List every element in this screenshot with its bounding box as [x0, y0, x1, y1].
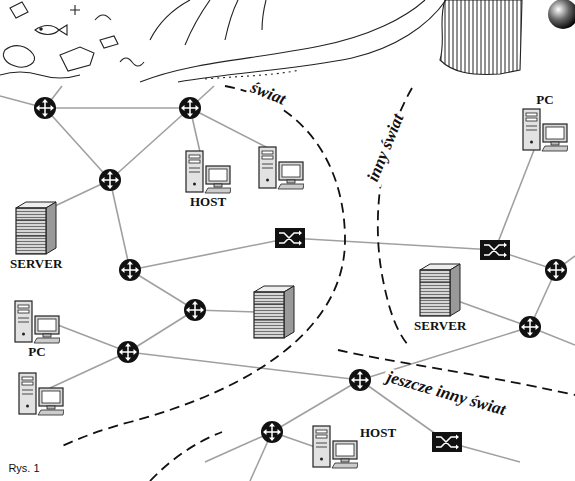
server-icon: [418, 262, 462, 318]
figure-number: Rys. 1: [5, 462, 42, 474]
switches: [275, 228, 510, 452]
device-label: HOST: [188, 194, 228, 210]
device-label: PC: [26, 344, 47, 360]
network-device: HOST: [185, 150, 231, 210]
network-device: SERVER: [412, 262, 468, 334]
network-links: [0, 86, 575, 481]
server-icon: [14, 200, 58, 256]
region-label: inny świat: [363, 109, 409, 188]
routers: [34, 97, 567, 443]
device-label: PC: [534, 92, 555, 108]
network-device: SERVER: [8, 200, 64, 272]
computer-icon: [185, 150, 231, 194]
region-label: jeszcze inny świat: [382, 367, 511, 420]
unlabeled-devices: [19, 147, 304, 415]
device-label: HOST: [358, 425, 398, 441]
region-boundaries: [62, 86, 575, 481]
computer-icon: [312, 425, 358, 469]
region-label: świat: [245, 77, 291, 110]
computer-icon: [14, 300, 60, 344]
network-device: PC: [14, 300, 60, 360]
sketch-illustration: [0, 0, 575, 82]
device-label: SERVER: [8, 256, 64, 272]
device-label: SERVER: [412, 318, 468, 334]
network-device: HOST: [312, 425, 398, 469]
computer-icon: [522, 108, 568, 152]
network-device: PC: [522, 92, 568, 152]
